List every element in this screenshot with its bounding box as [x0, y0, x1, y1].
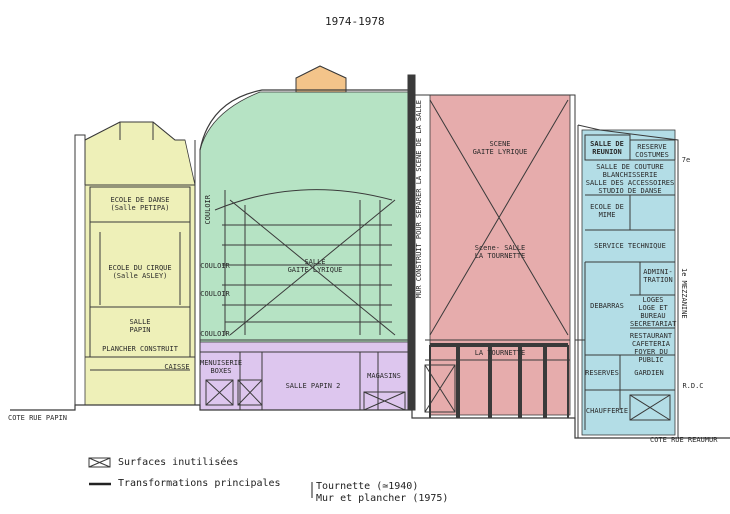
label-ecole-mime: ECOLE DE MIME: [590, 203, 624, 219]
label-magasins: MAGASINS: [367, 372, 401, 380]
zone-lavender: [199, 341, 413, 411]
label-chaufferie: CHAUFFERIE: [585, 407, 629, 415]
color-zones: [84, 65, 676, 436]
label-plancher-construit: PLANCHER CONSTRUIT: [102, 345, 178, 353]
label-scene-gaite: SCENE GAITE LYRIQUE: [472, 140, 528, 156]
label-couloir-3: COULOIR: [200, 290, 230, 298]
label-salle-papin-2: SALLE PAPIN 2: [285, 382, 341, 390]
legend-transforms: Transformations principales: [118, 478, 281, 489]
label-ecole-danse: ECOLE DE DANSE (Salle PETIPA): [110, 196, 170, 212]
label-mezzanine: 1e MEZZANINE: [680, 268, 688, 319]
label-loges: LOGES LOGE ET BUREAU SECRETARIAT: [630, 296, 677, 328]
page-title: 1974-1978: [325, 15, 385, 28]
legend-tournette: Tournette (≃1940): [316, 481, 419, 492]
label-7e: 7e: [681, 156, 691, 164]
label-rue-reaumur: COTE RUE REAUMUR: [650, 436, 718, 444]
label-la-tournette: LA TOURNETTE: [474, 349, 526, 357]
label-scene-salle: Scene- SALLE LA TOURNETTE: [474, 244, 526, 260]
label-restaurant: RESTAURANT CAFETERIA FOYER DU PUBLIC: [629, 332, 673, 364]
label-reserves: RESERVES: [585, 369, 619, 377]
label-debarras: DEBARRAS: [590, 302, 624, 310]
label-couloir-4: COULOIR: [200, 330, 230, 338]
label-couloir-1: COULOIR: [204, 195, 212, 225]
label-rdc: R.D.C: [682, 382, 704, 390]
label-ecole-cirque: ECOLE DU CIRQUE (Salle ASLEY): [108, 264, 172, 280]
label-rue-papin: COTE RUE PAPIN: [8, 414, 68, 422]
label-gardien: GARDIEN: [634, 369, 664, 377]
label-salle-papin: SALLE PAPIN: [129, 318, 151, 334]
unused-surfaces: [88, 364, 671, 468]
label-mur-vertical: MUR CONSTRUIT POUR SEPARER LA SCENE DE L…: [415, 100, 423, 299]
label-menuiserie: MENUISERIE BOXES: [200, 359, 243, 375]
legend-unused: Surfaces inutilisées: [118, 457, 239, 468]
label-reserve-costumes: RESERVE COSTUMES: [635, 143, 669, 159]
label-caisse: CAISSE: [164, 363, 190, 371]
structure-lines: [10, 65, 730, 439]
zone-blue: [581, 129, 676, 436]
label-service-technique: SERVICE TECHNIQUE: [594, 242, 666, 250]
label-administration: ADMINI- TRATION: [643, 268, 673, 284]
zone-green: [199, 91, 411, 346]
label-salle-gaite: SALLE GAITE LYRIQUE: [287, 258, 343, 274]
label-salle-reunion: SALLE DE REUNION: [590, 140, 624, 156]
zone-orange: [295, 65, 347, 93]
legend-mur: Mur et plancher (1975): [316, 493, 449, 504]
label-couloir-2: COULOIR: [200, 262, 230, 270]
label-salle-couture: SALLE DE COUTURE BLANCHISSERIE SALLE DES…: [585, 163, 675, 195]
